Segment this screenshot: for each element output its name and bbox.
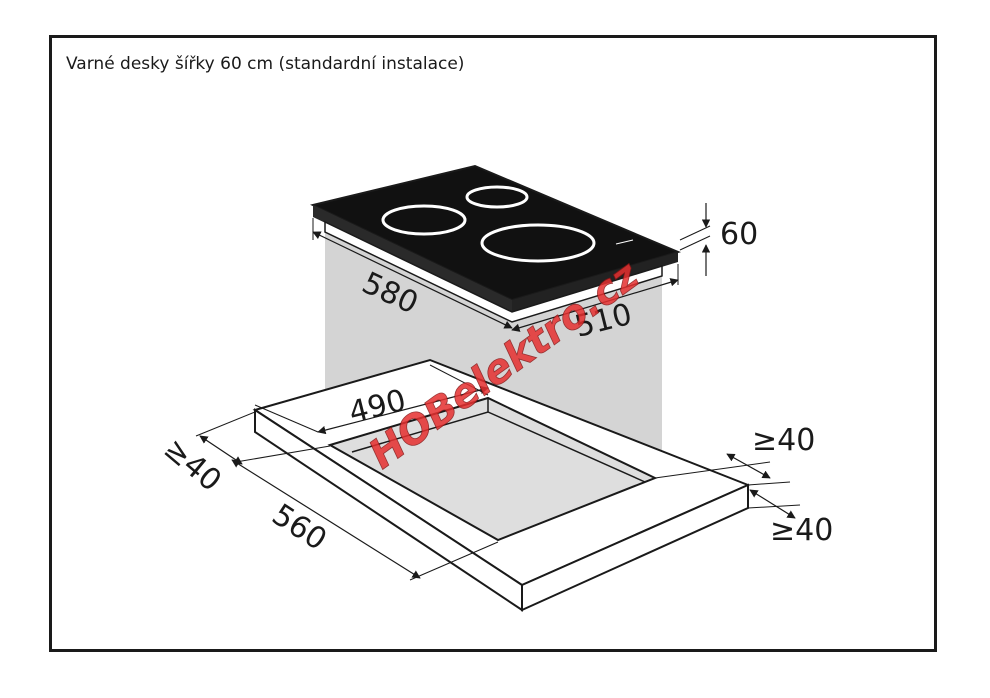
cooking-zone-back — [465, 185, 529, 209]
dim-clearance-right-bottom-label: ≥40 — [770, 513, 833, 548]
dim-clearance-left-label: ≥40 — [157, 431, 228, 499]
worktop — [252, 358, 751, 612]
dim-clearance-right-top-label: ≥40 — [752, 423, 815, 458]
diagram-caption: Varné desky šířky 60 cm (standardní inst… — [66, 54, 465, 74]
dim-cutout-width-label: 560 — [266, 497, 333, 558]
dim-height-label: 60 — [720, 217, 758, 252]
dim-clearance-right-top: ≥40 — [654, 423, 815, 486]
dim-clearance-right-bottom: ≥40 — [747, 489, 833, 548]
dim-height: 60 — [679, 203, 758, 276]
control-mark — [615, 239, 634, 245]
